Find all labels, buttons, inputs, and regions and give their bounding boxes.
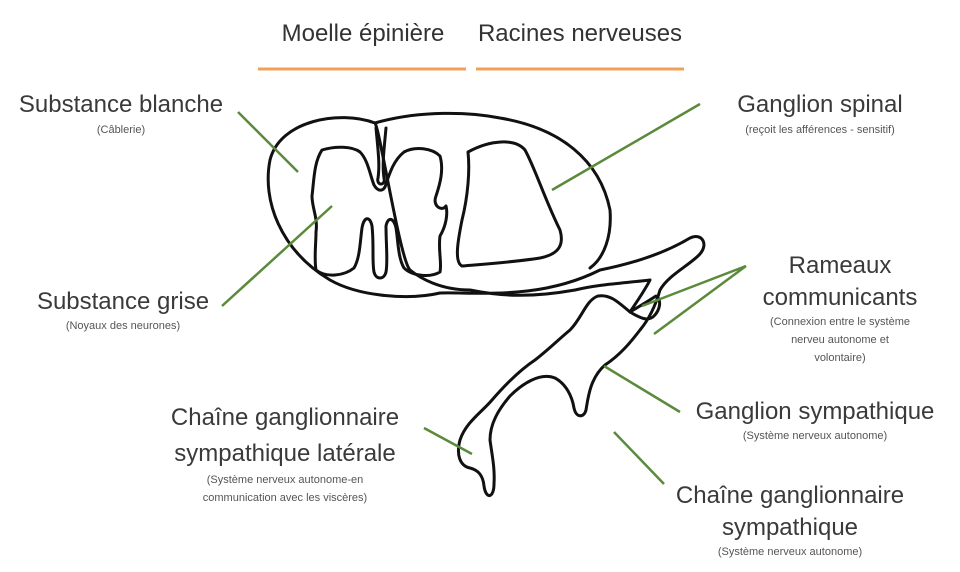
label-spinal-ganglion: Ganglion spinal <box>737 91 903 118</box>
header-nerve-roots: Racines nerveuses <box>477 20 683 47</box>
label-white-matter: Substance blanche <box>18 91 224 118</box>
note-communicating-rami-2: nerveu autonome et <box>791 334 889 346</box>
leader-spinal-ganglion <box>551 102 701 192</box>
label-communicating-rami-2: communicants <box>762 284 918 311</box>
note-lateral-chain-1: (Système nerveux autonome-en <box>206 474 364 486</box>
leader-lateral-chain <box>423 426 473 456</box>
ganglion-inner-outline <box>455 140 563 268</box>
header-spinal-cord: Moelle épinière <box>281 20 445 47</box>
note-sympathetic-ganglion: (Système nerveux autonome) <box>742 430 888 442</box>
leader-white-matter <box>237 111 299 173</box>
leader-rami-2 <box>653 264 747 336</box>
leader-grey-matter <box>221 205 333 307</box>
note-communicating-rami-1: (Connexion entre le système <box>769 316 910 328</box>
note-lateral-chain-2: communication avec les viscères) <box>202 492 368 504</box>
central-canal <box>374 126 388 186</box>
leader-rami-1 <box>641 264 747 308</box>
note-spinal-ganglion: (reçoit les afférences - sensitif) <box>745 124 895 136</box>
spinal-cord-outline <box>266 116 706 497</box>
leader-lines <box>221 102 747 485</box>
rami-loop <box>628 294 662 321</box>
label-lateral-chain-2: sympathique latérale <box>174 440 396 467</box>
label-sympathetic-ganglion: Ganglion sympathique <box>695 398 935 425</box>
cord-top-curve <box>373 111 612 270</box>
note-grey-matter: (Noyaux des neurones) <box>65 320 181 332</box>
note-white-matter: (Câblerie) <box>96 124 146 136</box>
label-sympathetic-chain-2: sympathique <box>721 514 859 541</box>
grey-matter-outline <box>310 145 449 280</box>
label-lateral-chain-1: Chaîne ganglionnaire <box>170 404 400 431</box>
label-communicating-rami-1: Rameaux <box>788 252 892 279</box>
leader-sympathetic-chain <box>613 431 665 485</box>
note-sympathetic-chain: (Système nerveux autonome) <box>717 546 863 558</box>
label-grey-matter: Substance grise <box>36 288 210 315</box>
label-sympathetic-chain-1: Chaîne ganglionnaire <box>675 482 905 509</box>
leader-sympathetic-ganglion <box>603 364 681 414</box>
note-communicating-rami-3: volontaire) <box>814 352 866 364</box>
